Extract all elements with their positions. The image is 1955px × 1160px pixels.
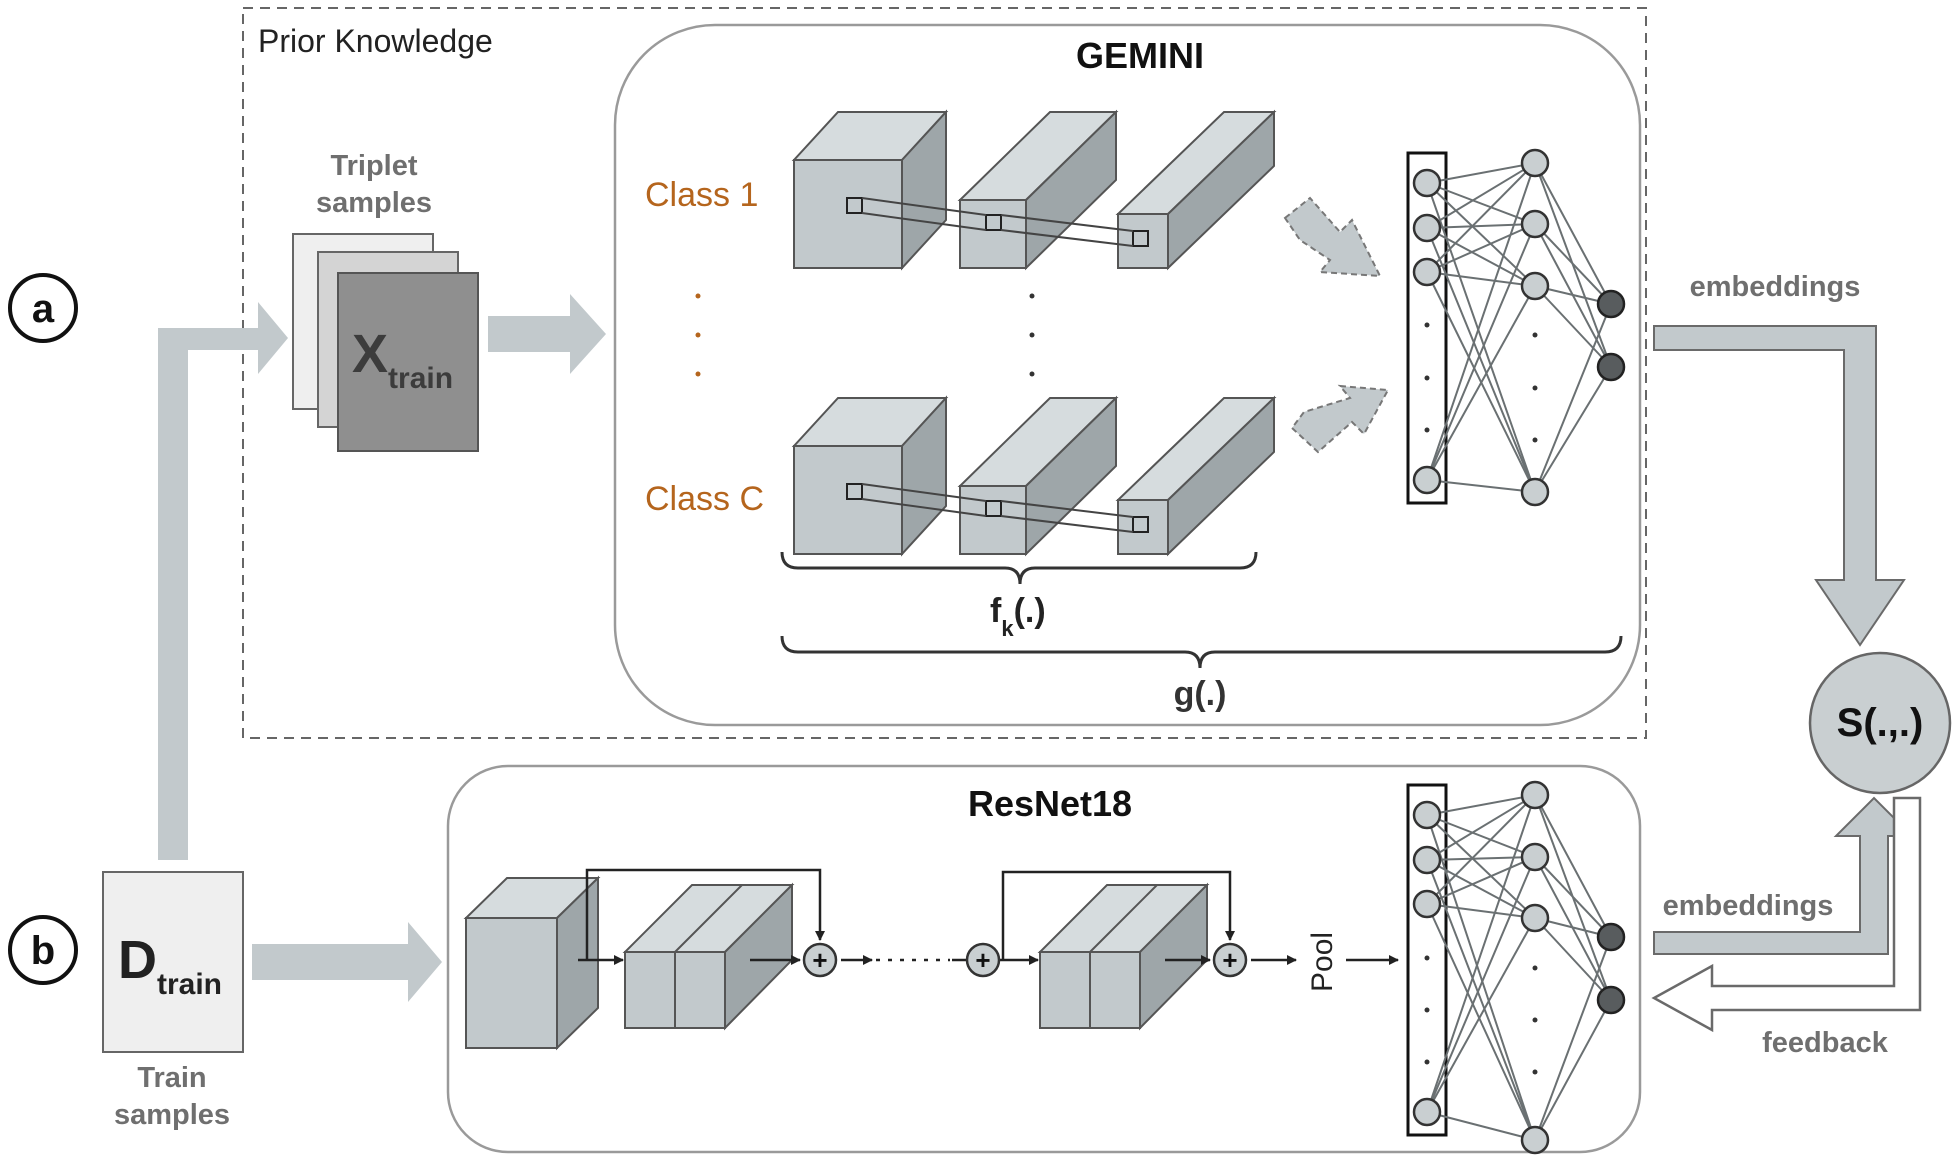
class-last-label: Class C	[645, 480, 764, 518]
cnn-cube-cc	[1115, 395, 1277, 557]
cnn-row-class-c	[791, 395, 1277, 557]
panel-b-label: b	[31, 929, 55, 973]
x-train-main: X	[352, 324, 388, 384]
triplet-caption-line2: samples	[316, 187, 432, 219]
d-train-main: D	[118, 930, 157, 990]
panel-a-marker: a	[8, 273, 78, 343]
embeddings-top-arrow	[1653, 325, 1906, 647]
fk-args: (.)	[1014, 592, 1046, 630]
embeddings-top-label: embeddings	[1690, 271, 1861, 303]
fk-brace	[780, 551, 1258, 585]
cnn-cube-1b	[957, 109, 1119, 271]
feedback-arrow	[1651, 796, 1922, 1033]
prior-knowledge-region	[242, 7, 1647, 739]
triplet-caption-line1: Triplet	[330, 150, 417, 182]
cube-column-ellipsis	[1029, 293, 1035, 377]
class-first-label: Class 1	[645, 176, 758, 214]
triplet-sheet-front	[337, 272, 479, 452]
x-train-sub: train	[388, 362, 453, 395]
embeddings-bottom-label: embeddings	[1663, 890, 1834, 922]
resnet-title: ResNet18	[968, 783, 1132, 824]
residual-add-1: +	[802, 942, 838, 978]
similarity-label: S(.,.)	[1837, 701, 1924, 745]
pool-label: Pool	[1306, 932, 1339, 992]
train-to-resnet-arrow	[252, 922, 442, 1002]
resnet-block-1	[622, 882, 795, 1031]
similarity-node	[1808, 651, 1952, 795]
g-label: g(.)	[1174, 675, 1227, 713]
resnet-block-2	[1037, 882, 1210, 1031]
fk-label: fk(.)	[990, 592, 1046, 641]
panel-b-marker: b	[8, 915, 78, 985]
cnn-cube-1a	[791, 109, 949, 271]
cnn-cube-cb	[957, 395, 1119, 557]
fk-sub: k	[1001, 616, 1014, 641]
d-train-sub: train	[157, 968, 222, 1001]
class-ellipsis	[695, 293, 701, 377]
prior-knowledge-title: Prior Knowledge	[258, 23, 493, 59]
g-brace	[780, 635, 1623, 669]
cnn-cube-ca	[791, 395, 949, 557]
triplet-to-gemini-arrow	[488, 294, 606, 374]
flatten-arrow-bottom	[1290, 384, 1390, 454]
train-samples-document	[102, 871, 244, 1053]
gemini-panel	[613, 23, 1642, 727]
train-caption-line2: samples	[114, 1099, 230, 1131]
gemini-fc-network	[1406, 148, 1626, 507]
cnn-cube-1c	[1115, 109, 1277, 271]
d-train-label: Dtrain	[118, 930, 222, 1001]
gemini-title: GEMINI	[1076, 35, 1204, 76]
add-symbol-1: +	[812, 945, 827, 975]
cnn-row-class-1	[791, 109, 1277, 271]
x-train-label: Xtrain	[352, 324, 453, 395]
residual-add-2: +	[965, 942, 1001, 978]
embeddings-bottom-arrow	[1653, 796, 1915, 955]
feedback-label: feedback	[1762, 1027, 1889, 1059]
train-to-triplet-arrow	[158, 302, 288, 860]
panel-a-label: a	[32, 287, 55, 331]
resnet-input-cube	[463, 875, 601, 1051]
residual-add-3: +	[1212, 942, 1248, 978]
resnet-fc-network	[1406, 780, 1626, 1155]
resnet-pipeline: + + + Pool	[463, 868, 1399, 1051]
gemini-input-layer-box	[1406, 151, 1448, 505]
resnet-panel	[446, 764, 1642, 1154]
train-caption-line1: Train	[137, 1062, 206, 1094]
fk-main: f	[990, 592, 1002, 630]
resnet-input-layer-box	[1406, 783, 1448, 1137]
add-symbol-2: +	[975, 945, 990, 975]
flatten-arrow-top	[1283, 196, 1382, 278]
add-symbol-3: +	[1222, 945, 1237, 975]
